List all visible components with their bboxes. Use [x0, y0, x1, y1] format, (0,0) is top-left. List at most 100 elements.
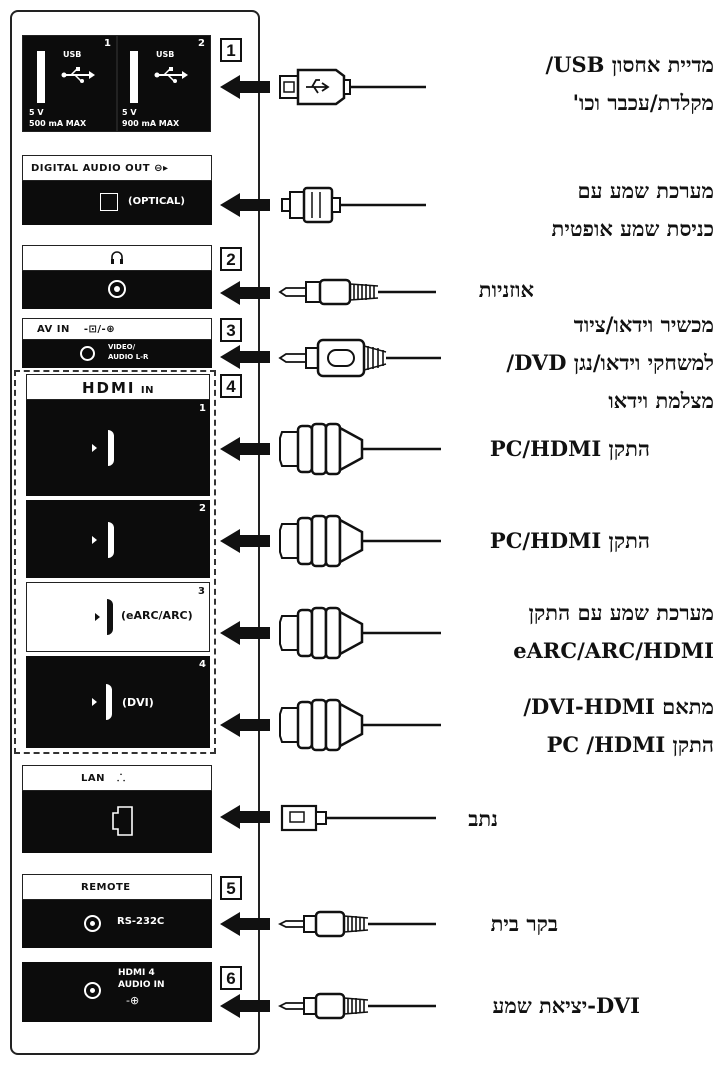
- input-icon: -⊡/-⊕: [83, 324, 116, 335]
- label-hdmi4: מתאם DVI-HDMI/ התקן PC /HDMI: [523, 688, 714, 764]
- headphones-header: [22, 245, 212, 271]
- arrow-left-icon: [220, 345, 270, 369]
- label-line: מערכת שמע עם התקן: [528, 600, 714, 625]
- av-in-sub2: AUDIO L-R: [108, 353, 149, 361]
- ethernet-socket-icon: [112, 806, 133, 836]
- label-line: מצלמת וידאו: [608, 388, 714, 413]
- label-headphones: אוזניות: [479, 271, 534, 309]
- label-dvi-audio: DVI-יציאת שמע: [492, 987, 640, 1025]
- hdmi-port-number: 3: [198, 586, 205, 597]
- label-usb: מדיית אחסון USB/ מקלדת/עכבר וכו': [546, 46, 714, 122]
- label-hdmi3: מערכת שמע עם התקן eARC/ARC/HDMI: [513, 594, 714, 670]
- arrow-left-icon: [220, 805, 270, 829]
- hdmi-header: HDMI IN: [26, 374, 210, 400]
- arrow-left-icon: [220, 281, 270, 305]
- hdmi-plug-icon: [279, 606, 441, 660]
- remote-header: REMOTE: [22, 874, 212, 900]
- usb-voltage: 5 V: [122, 108, 137, 117]
- section-number-2: 2: [220, 247, 242, 271]
- arrow-left-icon: [220, 75, 270, 99]
- optical-plug-icon: [281, 186, 426, 224]
- usb-icon: [61, 67, 95, 83]
- hdmi-port-4: 4 (DVI): [26, 656, 210, 748]
- usb-plug-icon: [279, 68, 426, 106]
- label-hdmi1: התקן PC/HDMI: [490, 430, 650, 468]
- arrow-left-icon: [220, 912, 270, 936]
- digital-audio-header: DIGITAL AUDIO OUT ⊖▸: [22, 155, 212, 181]
- arrow-left-icon: [220, 713, 270, 737]
- hdmi4-audio-line1: HDMI 4: [118, 968, 155, 978]
- hdmi-socket: [107, 599, 113, 635]
- label-line: מתאם DVI-HDMI/: [523, 694, 714, 719]
- lan-title: LAN: [81, 773, 105, 784]
- arrow-left-icon: [220, 994, 270, 1018]
- label-hdmi2: התקן PC/HDMI: [490, 522, 650, 560]
- label-line: בקר בית: [490, 911, 558, 936]
- section-number-4: 4: [220, 374, 242, 398]
- label-av: מכשיר וידאו/ציוד למשחקי וידאו/נגן DVD/ מ…: [506, 306, 714, 420]
- remote-port: RS-232C: [22, 900, 212, 948]
- hdmi-group-border: [14, 370, 216, 754]
- label-line: DVI-יציאת שמע: [492, 993, 640, 1018]
- label-line: מכשיר וידאו/ציוד: [573, 312, 714, 337]
- arrow-left-icon: [220, 621, 270, 645]
- jack-socket: [80, 346, 95, 361]
- hdmi-port-number: 4: [199, 659, 206, 670]
- arrow-left-icon: [220, 437, 270, 461]
- av-in-port: VIDEO/ AUDIO L-R: [22, 340, 212, 368]
- usb-label: USB: [156, 50, 175, 59]
- arrow-left-icon: [220, 529, 270, 553]
- hdmi-logo: HDMI: [82, 379, 136, 397]
- jack-socket: [84, 982, 101, 999]
- usb-label: USB: [63, 50, 82, 59]
- input-icon: -⊕: [126, 994, 140, 1007]
- hdmi-port-1: 1: [26, 400, 210, 496]
- label-line: התקן PC /HDMI: [546, 732, 714, 757]
- lan-port: [22, 791, 212, 853]
- label-line: כניסת שמע אופטית: [551, 216, 714, 241]
- label-line: התקן PC/HDMI: [489, 528, 650, 553]
- label-line: מדיית אחסון USB/: [545, 52, 714, 77]
- remote-plug-icon: [278, 910, 436, 938]
- headphones-port: [22, 271, 212, 309]
- hdmi-port-number: 1: [199, 403, 206, 414]
- digital-audio-title: DIGITAL AUDIO OUT: [31, 163, 151, 174]
- hdmi-socket: [108, 430, 114, 466]
- hdmi-port-label: (eARC/ARC): [121, 609, 193, 622]
- usb-current: 500 mA MAX: [29, 119, 87, 128]
- usb-number: 2: [198, 38, 205, 49]
- av-plug-icon: [278, 338, 441, 378]
- usb-slot: [130, 51, 138, 103]
- hdmi-port-number: 2: [199, 503, 206, 514]
- remote-sub: RS-232C: [117, 916, 165, 927]
- usb-voltage: 5 V: [29, 108, 44, 117]
- optical-label: (OPTICAL): [128, 196, 185, 207]
- label-optical: מערכת שמע עם כניסת שמע אופטית: [552, 172, 714, 248]
- section-number-5: 5: [220, 876, 242, 900]
- av-in-title: AV IN: [37, 324, 70, 335]
- remote-title: REMOTE: [81, 882, 131, 893]
- label-lan: נתב: [468, 800, 498, 838]
- hdmi-port-3: 3 (eARC/ARC): [26, 582, 210, 652]
- jack-socket: [108, 280, 126, 298]
- headphones-icon: [111, 251, 123, 264]
- jack-socket: [84, 915, 101, 932]
- usb-slot: [37, 51, 45, 103]
- label-line: נתב: [468, 806, 498, 831]
- hdmi-in-label: IN: [140, 385, 154, 396]
- hdmi-port-label: (DVI): [122, 696, 154, 709]
- usb-port-2: USB 2 5 V 900 mA MAX: [117, 35, 211, 132]
- av-in-header: AV IN -⊡/-⊕: [22, 318, 212, 340]
- section-number-6: 6: [220, 966, 242, 990]
- arrow-left-icon: [220, 193, 270, 217]
- av-in-sub1: VIDEO/: [108, 343, 136, 351]
- usb-number: 1: [104, 38, 111, 49]
- lan-plug-icon: [280, 804, 436, 832]
- label-line: מערכת שמע עם: [577, 178, 714, 203]
- output-icon: ⊖▸: [154, 163, 169, 174]
- section-number-1: 1: [220, 38, 242, 62]
- label-line: אוזניות: [478, 277, 534, 302]
- hdmi4-audio-port: HDMI 4 AUDIO IN -⊕: [22, 962, 212, 1022]
- hdmi-plug-icon: [279, 422, 441, 476]
- usb-port-1: USB 1 5 V 500 mA MAX: [22, 35, 117, 132]
